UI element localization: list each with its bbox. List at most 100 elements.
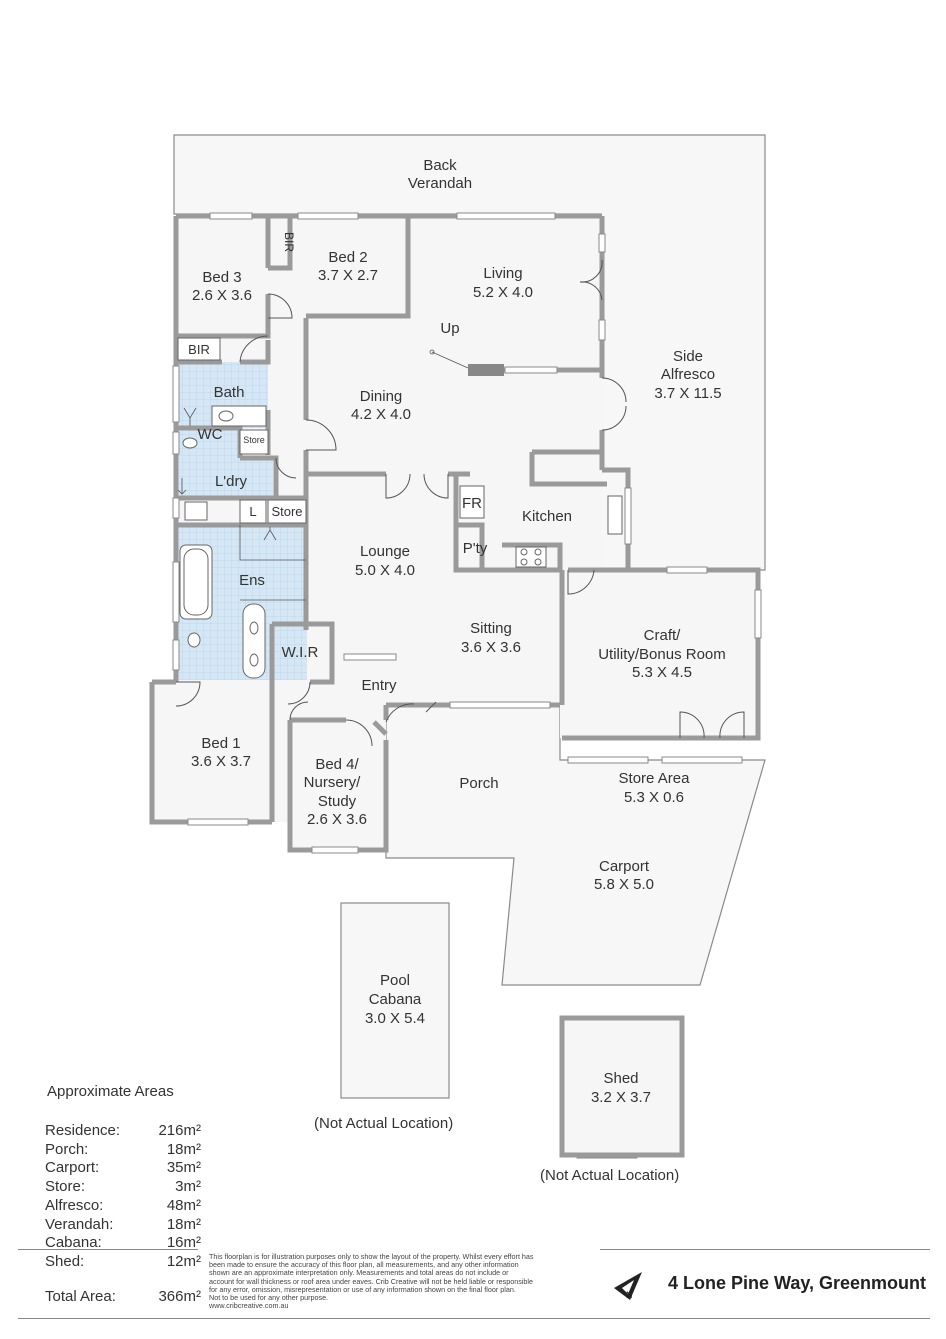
basin bbox=[218, 410, 234, 422]
stair-block bbox=[468, 364, 504, 376]
basin bbox=[249, 653, 259, 667]
door-swing bbox=[287, 681, 311, 705]
area-row: Shed:12m² bbox=[45, 1252, 201, 1270]
sitting-label: Sitting bbox=[470, 620, 512, 637]
lounge-label: Lounge bbox=[360, 543, 410, 560]
shed-label: Shed bbox=[603, 1070, 638, 1087]
bed4-label-3: Study bbox=[318, 793, 357, 810]
areas-title: Approximate Areas bbox=[47, 1083, 174, 1100]
area-row: Carport:35m² bbox=[45, 1159, 201, 1177]
door-swing bbox=[385, 703, 415, 723]
door-swing bbox=[345, 719, 373, 747]
l-label: L bbox=[249, 504, 256, 519]
window bbox=[311, 846, 359, 854]
shower-icon bbox=[263, 527, 277, 541]
toilet bbox=[187, 632, 201, 648]
store-laundry-label: Store bbox=[271, 504, 302, 519]
burner bbox=[534, 548, 542, 556]
porch-label: Porch bbox=[459, 775, 498, 792]
door-swing bbox=[679, 711, 705, 739]
l-box bbox=[239, 499, 267, 524]
window bbox=[598, 319, 606, 341]
door-swing bbox=[601, 377, 627, 403]
side-alfresco-label-2: Alfresco bbox=[661, 366, 715, 383]
basin bbox=[249, 621, 259, 635]
pool-cabana-label-2: Cabana bbox=[369, 991, 422, 1008]
disclaimer: This floorplan is for illustration purpo… bbox=[209, 1252, 534, 1311]
window bbox=[343, 653, 397, 661]
pool-cabana-label-1: Pool bbox=[380, 972, 410, 989]
shed-dims: 3.2 X 3.7 bbox=[591, 1089, 651, 1106]
store-area-label: Store Area bbox=[619, 770, 691, 787]
store-area-dims: 5.3 X 0.6 bbox=[624, 789, 684, 806]
door-swing bbox=[267, 293, 293, 319]
window bbox=[297, 212, 359, 220]
ensuite-partition bbox=[239, 525, 306, 561]
bed2-dims: 3.7 X 2.7 bbox=[318, 267, 378, 284]
window bbox=[661, 756, 743, 764]
north-arrow-icon: N bbox=[614, 1272, 642, 1300]
footer-divider bbox=[18, 1318, 930, 1319]
window bbox=[754, 589, 762, 639]
kitchen-label: Kitchen bbox=[522, 508, 572, 525]
bir-left-label: BIR bbox=[188, 342, 210, 357]
burner bbox=[534, 558, 542, 566]
area-row: Residence:216m² bbox=[45, 1122, 201, 1139]
door-swing bbox=[423, 473, 449, 499]
carport-dims: 5.8 X 5.0 bbox=[594, 876, 654, 893]
side-alfresco-label-1: Side bbox=[673, 348, 703, 365]
area-row: Porch:18m² bbox=[45, 1140, 201, 1158]
window bbox=[172, 639, 180, 671]
burner bbox=[520, 558, 528, 566]
fridge-space bbox=[459, 485, 485, 519]
laundry-label: L'dry bbox=[215, 473, 248, 490]
area-row: Store:3m² bbox=[45, 1178, 201, 1196]
living-label: Living bbox=[483, 265, 522, 282]
entry-label: Entry bbox=[361, 677, 397, 694]
door-swing bbox=[305, 419, 337, 451]
store-box bbox=[267, 499, 307, 524]
door-swing bbox=[601, 405, 627, 431]
window bbox=[172, 365, 180, 423]
laundry-tub bbox=[184, 501, 208, 521]
bed1-label: Bed 1 bbox=[201, 735, 240, 752]
bed2-label: Bed 2 bbox=[328, 249, 367, 266]
window bbox=[209, 212, 253, 220]
door-swing bbox=[385, 473, 411, 499]
shower-icon bbox=[183, 407, 197, 426]
window bbox=[456, 212, 556, 220]
laundry-arrow bbox=[177, 478, 187, 495]
door-swing bbox=[719, 711, 745, 739]
window bbox=[624, 487, 632, 545]
bed3-dims: 2.6 X 3.6 bbox=[192, 287, 252, 304]
craft-label-1: Craft/ bbox=[644, 627, 682, 644]
window bbox=[172, 497, 180, 519]
back-verandah-label-1: Back bbox=[423, 157, 457, 174]
cabana-location-note: (Not Actual Location) bbox=[314, 1115, 454, 1132]
burner bbox=[520, 548, 528, 556]
window bbox=[567, 756, 649, 764]
living-dims: 5.2 X 4.0 bbox=[473, 284, 533, 301]
bed4-label-1: Bed 4/ bbox=[315, 756, 359, 773]
window bbox=[504, 366, 558, 374]
door-swing bbox=[567, 569, 595, 595]
floor-plan: Back Verandah Bed 3 2.6 X 3.6 Bed 2 3.7 … bbox=[149, 134, 766, 1159]
area-row: Cabana:16m² bbox=[45, 1234, 201, 1252]
stair-arrow bbox=[431, 351, 469, 369]
bir-top-label: BIR bbox=[282, 232, 296, 252]
pantry-label: P'ty bbox=[463, 540, 488, 557]
area-row: Alfresco:48m² bbox=[45, 1196, 201, 1214]
dining-dims: 4.2 X 4.0 bbox=[351, 406, 411, 423]
door-swing bbox=[175, 681, 201, 707]
up-label: Up bbox=[440, 320, 459, 337]
window bbox=[598, 233, 606, 253]
wc-label: WC bbox=[198, 426, 223, 443]
window bbox=[172, 561, 180, 623]
bed4-label-2: Nursery/ bbox=[304, 774, 362, 791]
sitting-dims: 3.6 X 3.6 bbox=[461, 639, 521, 656]
ens-label: Ens bbox=[239, 572, 265, 589]
door-swing bbox=[579, 281, 603, 301]
door-swing bbox=[289, 701, 309, 721]
bath-label: Bath bbox=[214, 384, 245, 401]
laundry-tiles bbox=[177, 458, 273, 498]
